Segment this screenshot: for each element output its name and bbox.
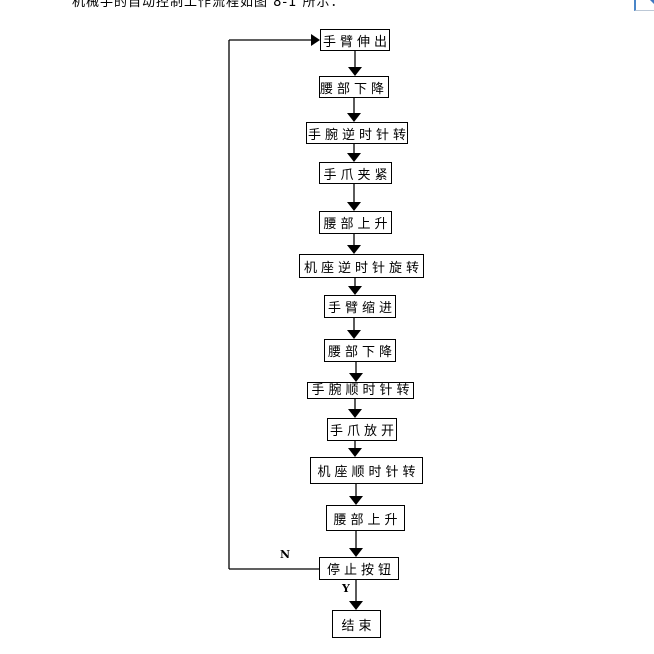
arrow-head-down: [349, 601, 363, 610]
arrow-head-down: [347, 153, 361, 162]
step-gripper-close: 手爪夹紧: [319, 162, 392, 184]
step-gripper-open: 手爪放开: [327, 418, 397, 441]
arrow-head-down: [349, 496, 363, 505]
step-end: 结束: [332, 610, 381, 638]
arrow-head-down: [349, 548, 363, 557]
step-waist-raise: 腰部上升: [319, 211, 392, 234]
arrow-head-down: [347, 113, 361, 122]
step-waist-lower: 腰部下降: [319, 76, 389, 98]
step-waist-lower-2: 腰部下降: [324, 339, 396, 362]
step-waist-raise-2: 腰部上升: [326, 505, 405, 531]
arrow-head-down: [348, 67, 362, 76]
caption-text: 机械手的自动控制工作流程如图 8-1 所示：: [72, 0, 345, 10]
step-arm-extend: 手臂伸出: [320, 29, 390, 51]
step-base-ccw: 机座逆时针旋转: [299, 254, 424, 278]
arrow-head-down: [347, 245, 361, 254]
decision-stop-button: 停止按钮: [319, 557, 399, 580]
label-yes: Y: [342, 582, 350, 595]
arrow-head-down: [348, 448, 362, 457]
step-wrist-ccw: 手腕逆时针转: [306, 122, 408, 144]
label-no: N: [280, 548, 291, 561]
arrow-head-down: [347, 330, 361, 339]
step-base-cw: 机座顺时针转: [310, 457, 423, 484]
resize-corner-icon[interactable]: [634, 0, 654, 11]
arrow-head-right: [311, 34, 320, 46]
arrow-head-down: [349, 373, 363, 382]
arrow-head-down: [348, 286, 362, 295]
arrow-head-down: [348, 409, 362, 418]
step-arm-retract: 手臂缩进: [324, 295, 396, 318]
step-wrist-cw: 手腕顺时针转: [307, 382, 414, 399]
arrow-head-down: [347, 202, 361, 211]
